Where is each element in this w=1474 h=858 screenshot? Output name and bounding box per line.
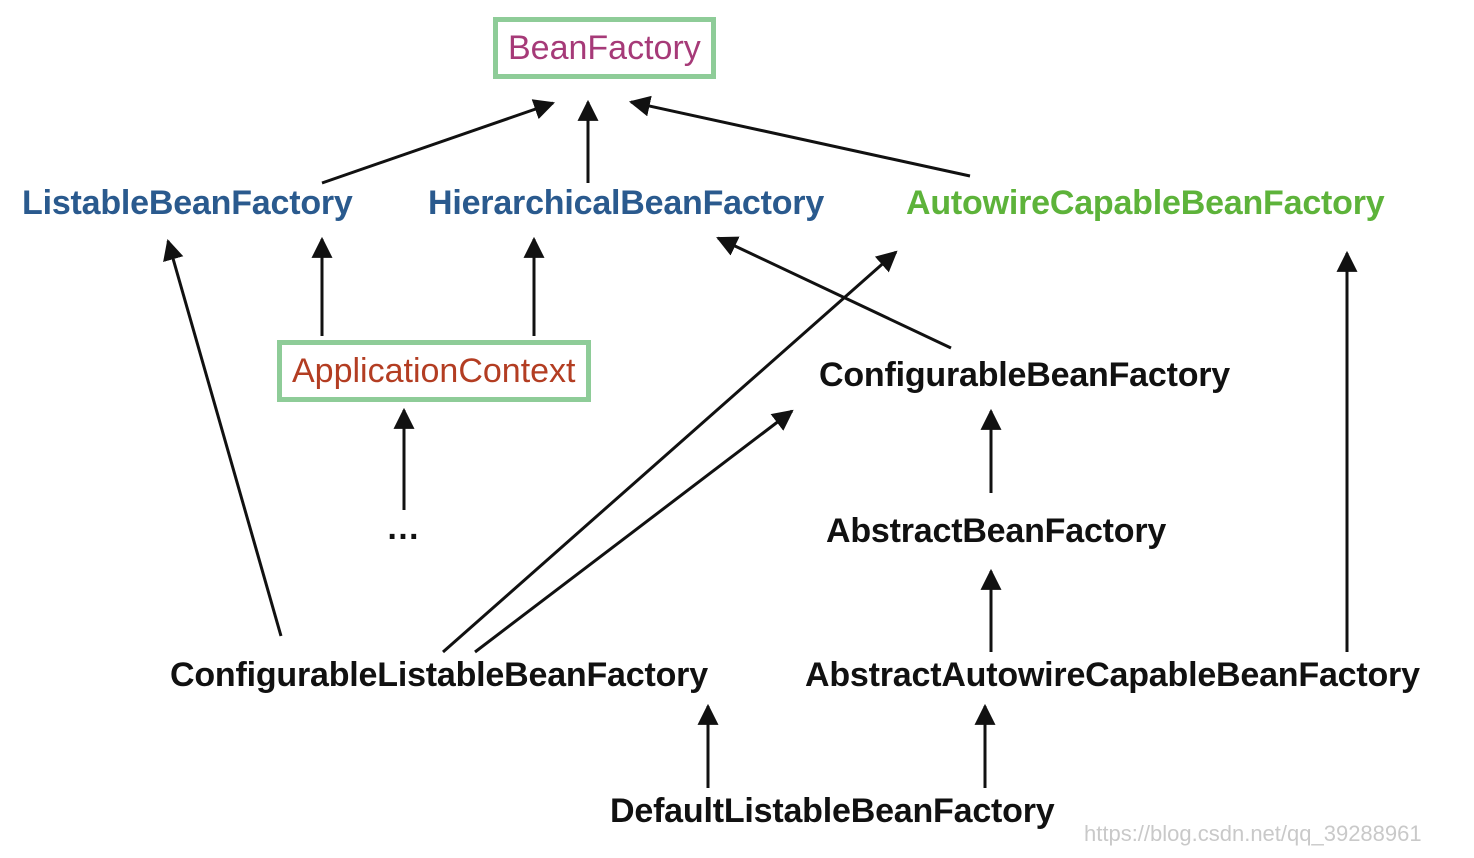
configurable-bean-factory-node: ConfigurableBeanFactory bbox=[819, 356, 1231, 394]
configurable-listable-bean-factory-node: ConfigurableListableBeanFactory bbox=[170, 656, 708, 694]
arrow-autowire-to-beanfactory bbox=[628, 95, 971, 178]
arrow-configlistable-to-autowire bbox=[442, 250, 898, 654]
application-context-node: ApplicationContext bbox=[277, 340, 591, 402]
arrow-listable-to-beanfactory bbox=[321, 99, 555, 185]
watermark: https://blog.csdn.net/qq_39288961 bbox=[1084, 821, 1422, 846]
hierarchical-bean-factory-node: HierarchicalBeanFactory bbox=[428, 184, 825, 222]
bean-factory-node: BeanFactory bbox=[493, 17, 716, 79]
arrow-configlistable-to-listable bbox=[163, 238, 283, 637]
arrow-configlistable-to-configurable bbox=[474, 409, 794, 654]
default-listable-bean-factory-node: DefaultListableBeanFactory bbox=[610, 792, 1055, 830]
abstract-autowire-capable-bean-factory-node: AbstractAutowireCapableBeanFactory bbox=[805, 656, 1420, 694]
listable-bean-factory-node: ListableBeanFactory bbox=[22, 184, 353, 222]
abstract-bean-factory-node: AbstractBeanFactory bbox=[826, 512, 1167, 550]
arrow-configurable-to-hierarchical bbox=[716, 236, 952, 350]
autowire-capable-bean-factory-node: AutowireCapableBeanFactory bbox=[906, 184, 1385, 222]
ellipsis-node: … bbox=[386, 509, 420, 547]
